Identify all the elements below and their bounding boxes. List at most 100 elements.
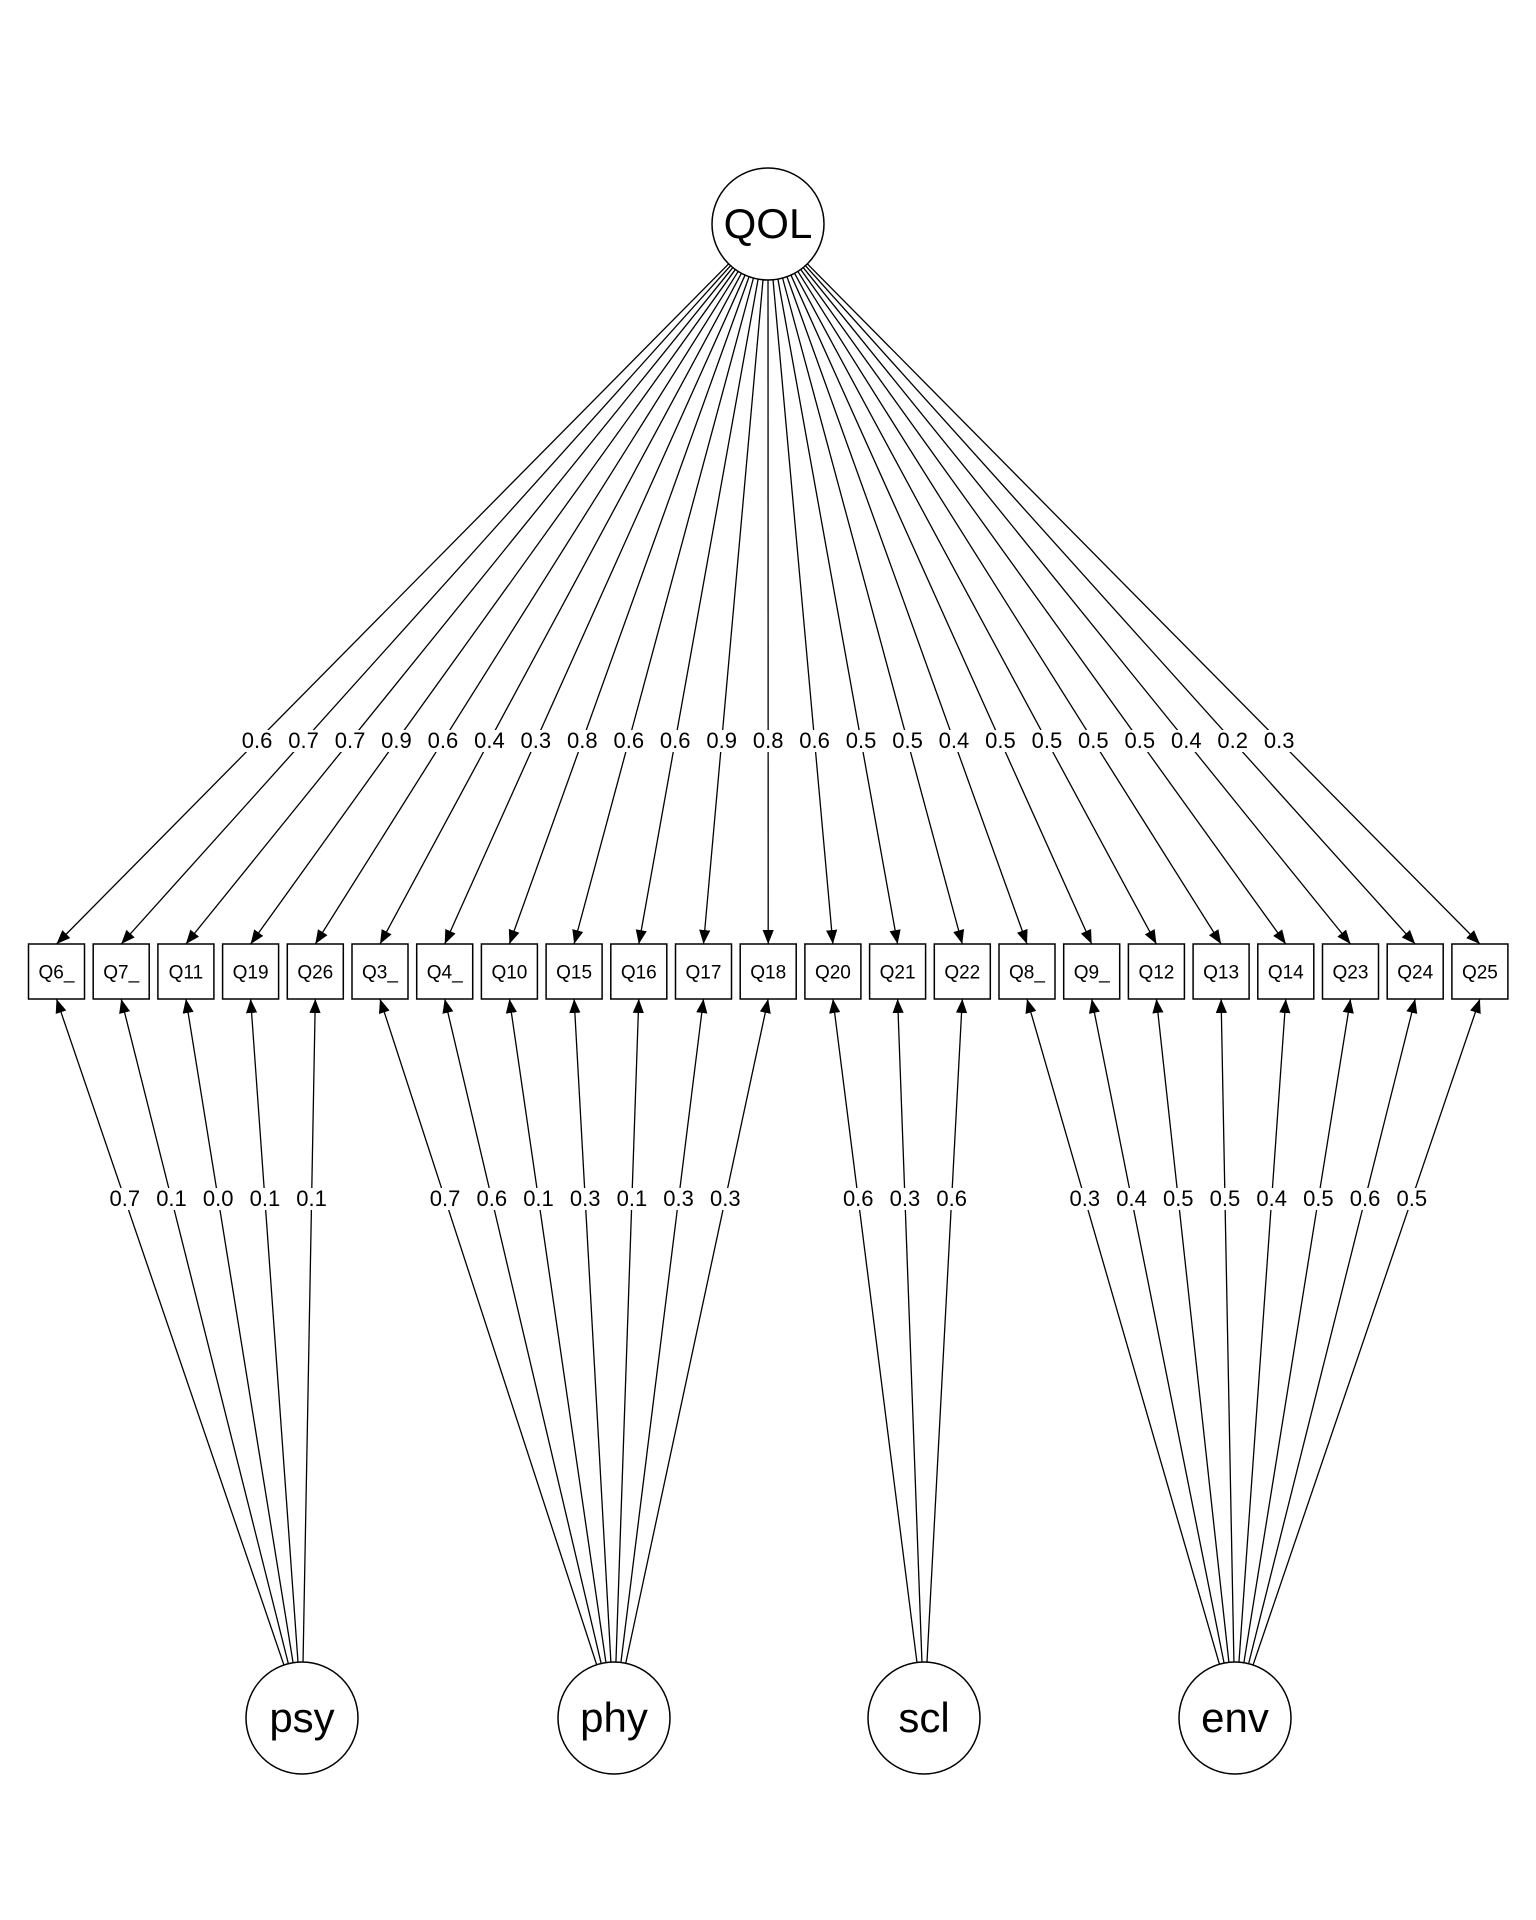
loading-value: 0.6 [660, 728, 691, 753]
loading-value: 0.5 [1210, 1186, 1241, 1211]
loading-label: 0.7 [425, 1186, 466, 1211]
loading-label: 0.5 [887, 728, 928, 753]
loading-label: 0.3 [1064, 1186, 1105, 1211]
label-background [151, 1188, 192, 1210]
loading-label: 0.6 [422, 728, 463, 753]
observed-variable-Q11: Q11 [157, 943, 215, 1000]
loading-value: 0.2 [1217, 728, 1248, 753]
latent-circle [867, 1661, 981, 1775]
label-background [1158, 1188, 1199, 1210]
observed-label: Q7_ [103, 963, 139, 984]
loading-value: 0.7 [335, 728, 366, 753]
label-background [1073, 730, 1114, 752]
loading-label: 0.1 [291, 1186, 332, 1211]
loading-label: 0.8 [562, 728, 603, 753]
observed-label: Q25 [1462, 963, 1498, 984]
loading-value: 0.7 [109, 1186, 140, 1211]
latent-label: env [1201, 1694, 1269, 1741]
loading-value: 0.9 [381, 728, 412, 753]
observed-variable-Q25: Q25 [1451, 943, 1509, 1000]
general-loading-edge [56, 262, 730, 945]
observed-label: Q14 [1268, 963, 1304, 984]
loading-label: 0.4 [933, 728, 974, 753]
loading-label: 0.6 [237, 728, 278, 753]
observed-box [286, 943, 345, 1000]
label-background [1345, 1188, 1386, 1210]
loading-label: 0.5 [1073, 728, 1114, 753]
observed-label: Q11 [169, 963, 204, 984]
latent-circle [245, 1661, 359, 1775]
loading-value: 0.6 [1350, 1186, 1381, 1211]
observed-variable-Q13: Q13 [1192, 943, 1250, 1000]
group-loading-edge [615, 998, 644, 1664]
label-background [1259, 730, 1300, 752]
group-loading-edge [892, 998, 923, 1664]
loading-value: 0.3 [570, 1186, 601, 1211]
loading-label: 0.3 [1259, 728, 1300, 753]
observed-box [1192, 943, 1250, 1000]
label-background [562, 730, 603, 752]
group-loading-edge [1238, 998, 1291, 1664]
loading-label: 0.5 [1391, 1186, 1432, 1211]
loading-label: 0.6 [1345, 1186, 1386, 1211]
loading-value: 0.4 [474, 728, 505, 753]
label-background [283, 730, 324, 752]
label-background [565, 1188, 606, 1210]
observed-variable-Q17: Q17 [674, 943, 733, 1000]
loading-value: 0.3 [663, 1186, 694, 1211]
observed-box [739, 943, 797, 1000]
general-loading-edge [379, 272, 743, 945]
loading-value: 0.3 [521, 728, 552, 753]
observed-box [351, 943, 409, 1000]
observed-box [221, 943, 280, 1000]
observed-box [480, 943, 539, 1000]
group-loading-edge [505, 998, 607, 1664]
observed-box [674, 943, 733, 1000]
observed-variable-Q15: Q15 [545, 943, 603, 1000]
loading-value: 0.4 [1171, 728, 1202, 753]
observed-box [1451, 943, 1509, 1000]
loading-value: 0.5 [846, 728, 877, 753]
observed-box [610, 943, 668, 1000]
loading-label: 0.5 [1026, 728, 1067, 753]
observed-box [157, 943, 215, 1000]
label-background [748, 730, 789, 752]
observed-box [415, 943, 474, 1000]
observed-box [92, 943, 150, 1000]
loading-value: 0.5 [1125, 728, 1156, 753]
label-background [887, 730, 928, 752]
latent-factor-env: env [1178, 1661, 1292, 1775]
observed-label: Q3_ [362, 963, 398, 984]
loading-value: 0.3 [1264, 728, 1295, 753]
group-loading-edge [1025, 998, 1221, 1666]
loading-label: 0.1 [151, 1186, 192, 1211]
loading-value: 0.8 [567, 728, 598, 753]
loading-value: 0.6 [936, 1186, 967, 1211]
observed-box [868, 943, 927, 1000]
loading-value: 0.6 [799, 728, 830, 753]
observed-box [933, 943, 992, 1000]
latent-circle [557, 1661, 671, 1775]
observed-label: Q10 [491, 963, 527, 984]
observed-label: Q18 [750, 963, 786, 984]
loading-value: 0.8 [753, 728, 784, 753]
loading-label: 0.5 [980, 728, 1021, 753]
loading-label: 0.1 [518, 1186, 559, 1211]
group-loading-edge [1243, 998, 1354, 1664]
label-background [330, 730, 371, 752]
loading-value: 0.6 [613, 728, 644, 753]
label-background [198, 1188, 239, 1210]
loading-value: 0.9 [706, 728, 737, 753]
loading-value: 0.6 [476, 1186, 507, 1211]
loading-value: 0.0 [203, 1186, 234, 1211]
general-loading-edge [793, 271, 1157, 945]
observed-variable-Q10: Q10 [480, 943, 539, 1000]
general-loading-edge [635, 277, 759, 945]
label-background [237, 730, 278, 752]
general-loading-edge [802, 266, 1352, 945]
label-background [838, 1188, 879, 1210]
label-background [705, 1188, 746, 1210]
loading-label: 0.6 [838, 1186, 879, 1211]
label-background [1064, 1188, 1105, 1210]
label-background [1166, 730, 1207, 752]
